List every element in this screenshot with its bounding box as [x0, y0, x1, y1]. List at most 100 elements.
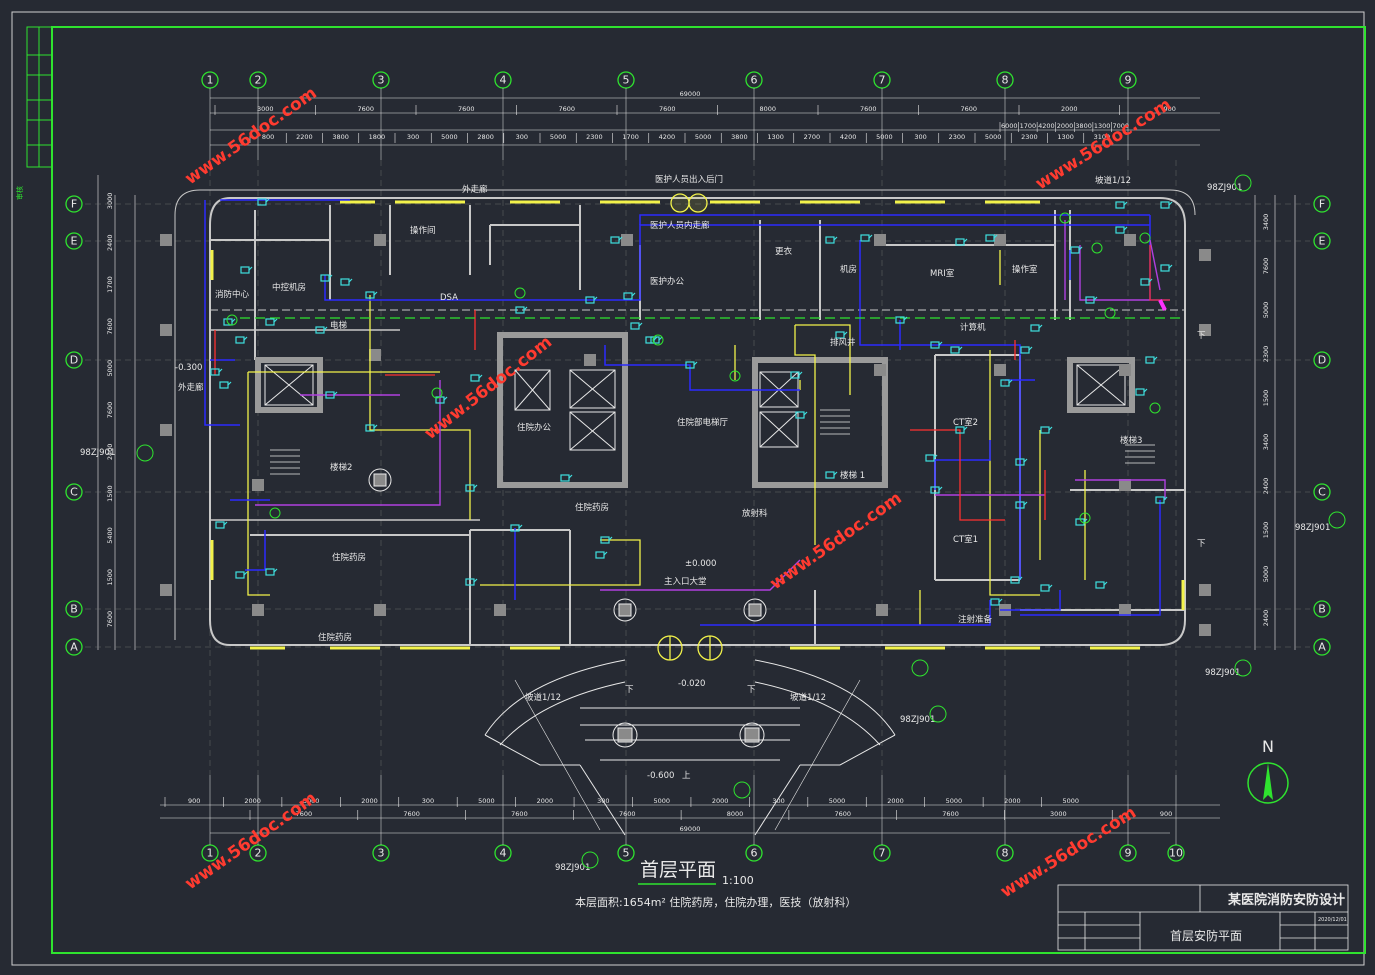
- device-icon: [1115, 201, 1125, 209]
- device-tail: [1148, 278, 1153, 283]
- dim-value: 900: [1164, 105, 1176, 113]
- room-label-dsa: DSA: [440, 293, 458, 303]
- device-tail: [1123, 201, 1128, 206]
- device-tail: [1168, 201, 1173, 206]
- device-tail: [1163, 496, 1168, 501]
- building-walls: [174, 189, 1196, 646]
- svg-text:3: 3: [378, 74, 385, 87]
- axis-bubble-right-A: A: [1313, 638, 1331, 656]
- dim-overall-top: 69000: [680, 90, 701, 98]
- dim-value: 7600: [659, 105, 676, 113]
- dim-value: 2300: [949, 133, 966, 141]
- axis-bubble-bottom-9: 9: [1119, 775, 1137, 862]
- stair-down-3: 下: [1197, 331, 1206, 341]
- sensor-icon: [729, 370, 741, 382]
- dim-value: 300: [422, 797, 434, 805]
- room-label-wai-zou-lang-left: 外走廊: [178, 382, 204, 393]
- svg-text:6: 6: [751, 74, 758, 87]
- axis-bubble-top-5: 5: [617, 71, 635, 160]
- device-icon: [1140, 278, 1150, 286]
- dim-value: 3000: [106, 193, 114, 210]
- room-label-zhu-yuan-bu-dian-ti: 住院部电梯厅: [677, 417, 729, 428]
- axis-bubble-bottom-7: 7: [873, 775, 891, 862]
- room-label-pai-feng: 排风井: [830, 337, 856, 348]
- round-columns: [368, 468, 767, 748]
- vertical-dimension-lines: [97, 175, 1296, 650]
- device-icon: [265, 318, 275, 326]
- room-label-zhu-ru-kou: 主入口大堂: [664, 576, 707, 587]
- room-label-lou-ti-2: 楼梯2: [330, 462, 352, 473]
- axis-bubble-top-3: 3: [372, 71, 390, 160]
- room-label-dian-ti: 电梯: [330, 320, 348, 331]
- svg-text:4: 4: [500, 847, 507, 860]
- device-tail: [993, 234, 998, 239]
- top-dimension-lines: [210, 97, 1220, 146]
- dim-value: 7600: [106, 402, 114, 419]
- room-label-cao-zuo-shi: 操作室: [1012, 264, 1038, 275]
- svg-text:C: C: [1318, 486, 1326, 499]
- north-arrow: N: [1247, 737, 1289, 804]
- room-label-yihu-corridor: 医护人员内走廊: [650, 220, 710, 231]
- device-tail: [1093, 296, 1098, 301]
- device-tail: [833, 471, 838, 476]
- dim-value: 4200: [840, 133, 857, 141]
- device-tail: [373, 424, 378, 429]
- dim-value: 300: [516, 133, 528, 141]
- dim-value: 300: [597, 797, 609, 805]
- device-tail: [593, 296, 598, 301]
- dim-value: 5000: [876, 133, 893, 141]
- svg-text:F: F: [1319, 198, 1325, 211]
- dim-value: 900: [1160, 810, 1172, 818]
- dim-value: 7600: [860, 105, 877, 113]
- security-devices: [210, 198, 1173, 606]
- svg-text:F: F: [71, 198, 77, 211]
- dim-value: 4200: [1038, 122, 1055, 130]
- dim-value: 5000: [946, 797, 963, 805]
- device-tail: [227, 381, 232, 386]
- main-doors: [657, 193, 723, 661]
- device-tail: [478, 374, 483, 379]
- room-label-ji-fang: 机房: [840, 264, 857, 275]
- level-zero-label: ±0.000: [685, 559, 716, 569]
- dim-value: 800: [262, 133, 274, 141]
- room-labels: 外走廊医护人员出入后门医护人员内走廊操作间消防中心中控机房DSA电梯医护办公更衣…: [178, 174, 1142, 643]
- device-icon: [990, 598, 1000, 606]
- sensor-icon: [652, 334, 664, 346]
- device-icon: [650, 336, 660, 344]
- svg-text:E: E: [1319, 235, 1326, 248]
- ramp-label-top: 坡道1/12: [1095, 175, 1131, 186]
- std-ref-2: 98ZJ901: [1205, 668, 1240, 678]
- dim-value: 1300: [1094, 122, 1111, 130]
- sensor-icon: [514, 287, 526, 299]
- dim-value: 5000: [441, 133, 458, 141]
- device-tail: [1123, 226, 1128, 231]
- dim-value: 1500: [106, 569, 114, 586]
- device-tail: [998, 598, 1003, 603]
- std-ref-6: 98ZJ901: [80, 448, 115, 458]
- blue-cable-runs: [204, 199, 1170, 626]
- device-tail: [603, 551, 608, 556]
- room-label-zhu-yuan-fang: 住院药房: [318, 632, 352, 643]
- elevator-shafts: [264, 364, 1126, 451]
- dim-value: 5000: [550, 133, 567, 141]
- yellow-window-segments: [210, 200, 1185, 650]
- svg-text:9: 9: [1125, 74, 1132, 87]
- dim-value: 5000: [985, 133, 1002, 141]
- dim-value: 1700: [622, 133, 639, 141]
- axis-bubble-left-E: E: [65, 232, 83, 250]
- device-icon: [630, 322, 640, 330]
- stair-down-2: 下: [747, 685, 756, 695]
- std-ref-5: 98ZJ901: [1295, 523, 1330, 533]
- device-tail: [443, 396, 448, 401]
- watermark-text: www.56doc.com: [997, 803, 1140, 903]
- device-tail: [348, 278, 353, 283]
- svg-text:7: 7: [879, 74, 886, 87]
- device-tail: [273, 568, 278, 573]
- dim-value: 3800: [332, 133, 349, 141]
- axis-bubble-bottom-4: 4: [494, 775, 512, 862]
- dim-value: 2000: [1057, 122, 1074, 130]
- device-tail: [248, 266, 253, 271]
